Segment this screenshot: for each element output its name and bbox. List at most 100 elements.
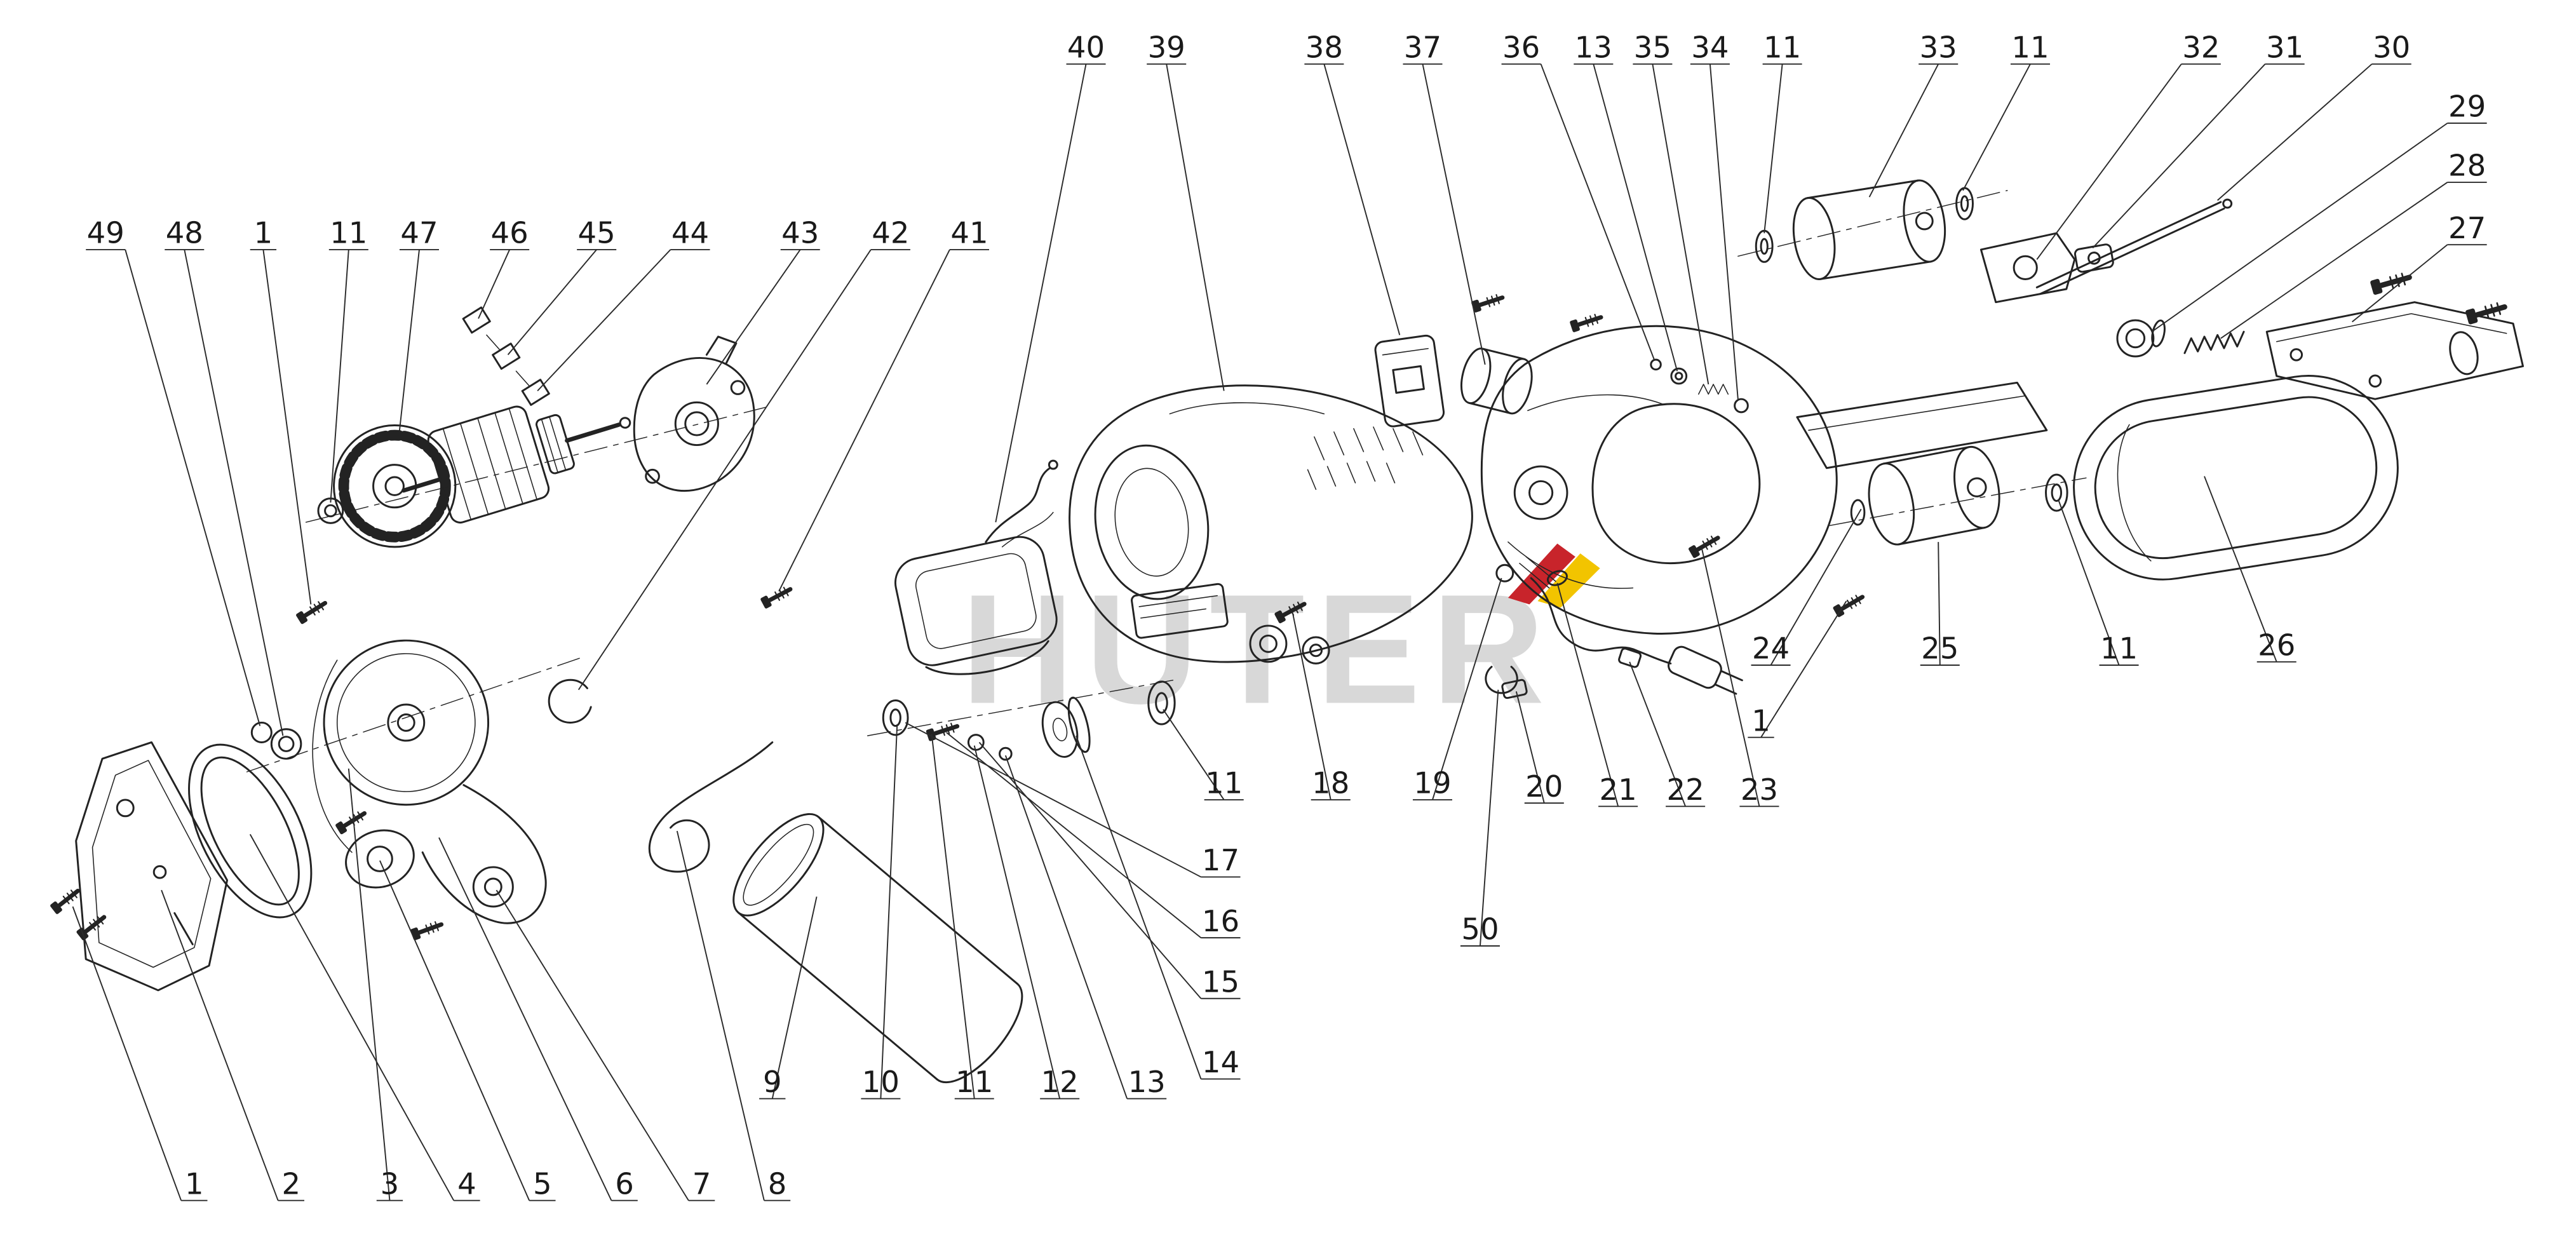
callout-24: 24: [1751, 508, 1862, 666]
part-number: 11: [955, 1065, 993, 1099]
callout-50: 50: [1460, 689, 1500, 947]
part-number: 41: [950, 216, 988, 250]
callout-42: 42: [577, 216, 910, 691]
leader-line: [1422, 64, 1486, 365]
motor-housing: [1069, 384, 1473, 665]
leader-line: [1163, 709, 1225, 800]
leader-line: [1076, 735, 1202, 1079]
leader-line: [1515, 691, 1545, 804]
callout-11: 11: [1962, 30, 2050, 191]
part-number: 9: [763, 1065, 782, 1099]
leader-line: [1166, 64, 1225, 391]
drawing: [50, 179, 2524, 1084]
leader-line: [262, 249, 312, 605]
callout-13: 13: [1574, 30, 1678, 372]
callout-13: 13: [1004, 755, 1167, 1100]
leader-line: [1770, 508, 1862, 666]
leader-line: [330, 249, 349, 503]
leader-line: [537, 249, 671, 391]
callout-25: 25: [1920, 542, 1960, 666]
part-number: 39: [1148, 30, 1185, 64]
part-number: 1: [1751, 703, 1770, 738]
leader-line: [1432, 577, 1502, 800]
part-number: 14: [1202, 1045, 1239, 1079]
callout-5: 5: [379, 860, 556, 1201]
part-number: 43: [781, 216, 819, 250]
part-number: 48: [166, 216, 203, 250]
leader-line: [577, 249, 872, 691]
leader-line: [905, 722, 1201, 878]
callout-49: 49: [86, 216, 261, 726]
part-number: 13: [1575, 30, 1612, 64]
leader-line: [1868, 64, 1939, 198]
switch: [1374, 334, 1445, 428]
callout-15: 15: [978, 741, 1241, 999]
part-number: 16: [1202, 904, 1239, 938]
callout-11: 11: [328, 216, 368, 503]
part-number: 20: [1525, 769, 1563, 804]
part-number: 47: [400, 216, 438, 250]
callout-27: 27: [2352, 211, 2487, 323]
callout-2: 2: [161, 889, 305, 1201]
leader-line: [2058, 499, 2120, 666]
part-number: 44: [671, 216, 709, 250]
part-number: 6: [615, 1166, 634, 1201]
leader-line: [249, 833, 455, 1201]
callout-19: 19: [1412, 577, 1502, 800]
callout-43: 43: [706, 216, 820, 385]
leader-line: [1938, 542, 1941, 665]
part-number: 19: [1413, 766, 1451, 800]
callout-17: 17: [905, 722, 1241, 878]
callout-11: 11: [2058, 499, 2139, 666]
callout-20: 20: [1515, 691, 1564, 804]
callout-44: 44: [537, 216, 710, 391]
leader-line: [1292, 614, 1332, 800]
part-number: 32: [2182, 30, 2220, 64]
callout-26: 26: [2204, 476, 2296, 663]
leader-line: [1652, 64, 1709, 385]
bearing-cover: [633, 335, 755, 492]
leader-line: [2151, 123, 2448, 332]
callout-36: 36: [1501, 30, 1655, 360]
drive-belt: [188, 743, 313, 919]
leader-line: [1004, 755, 1128, 1099]
part-number: 23: [1741, 773, 1778, 807]
callout-29: 29: [2151, 90, 2487, 332]
part-number: 40: [1067, 30, 1105, 64]
leader-line: [771, 896, 818, 1099]
leader-line: [1701, 548, 1760, 807]
part-number: 49: [87, 216, 125, 250]
part-number: 11: [2100, 631, 2138, 666]
part-number: 11: [1205, 766, 1243, 800]
callout-21: 21: [1556, 583, 1638, 807]
leader-line: [2036, 64, 2182, 260]
callout-8: 8: [676, 830, 791, 1201]
dust-tube: [732, 813, 1023, 1084]
power-plug: [1668, 645, 1743, 695]
front-roller: [1737, 179, 2008, 280]
leader-line: [1629, 661, 1687, 807]
leader-line: [1479, 689, 1499, 947]
callout-28: 28: [2220, 149, 2487, 339]
part-number: 38: [1305, 30, 1343, 64]
power-cord: [1530, 577, 1672, 665]
part-number: 13: [1128, 1065, 1166, 1099]
leader-line: [161, 889, 279, 1201]
part-number: 30: [2373, 30, 2410, 64]
part-number: 35: [1634, 30, 1671, 64]
part-number: 10: [862, 1065, 900, 1099]
part-number: 11: [1763, 30, 1801, 64]
callout-33: 33: [1868, 30, 1959, 198]
callout-1: 1: [1748, 600, 1847, 738]
leader-line: [379, 860, 530, 1201]
part-number: 21: [1600, 773, 1637, 807]
part-number: 15: [1202, 964, 1239, 999]
part-number: 27: [2448, 211, 2486, 245]
leader-line: [72, 906, 182, 1201]
leader-line: [946, 732, 1202, 938]
callout-34: 34: [1690, 30, 1739, 400]
callout-12: 12: [973, 745, 1080, 1100]
part-number: 1: [185, 1166, 204, 1201]
part-number: 8: [768, 1166, 787, 1201]
leader-line: [1323, 64, 1401, 335]
